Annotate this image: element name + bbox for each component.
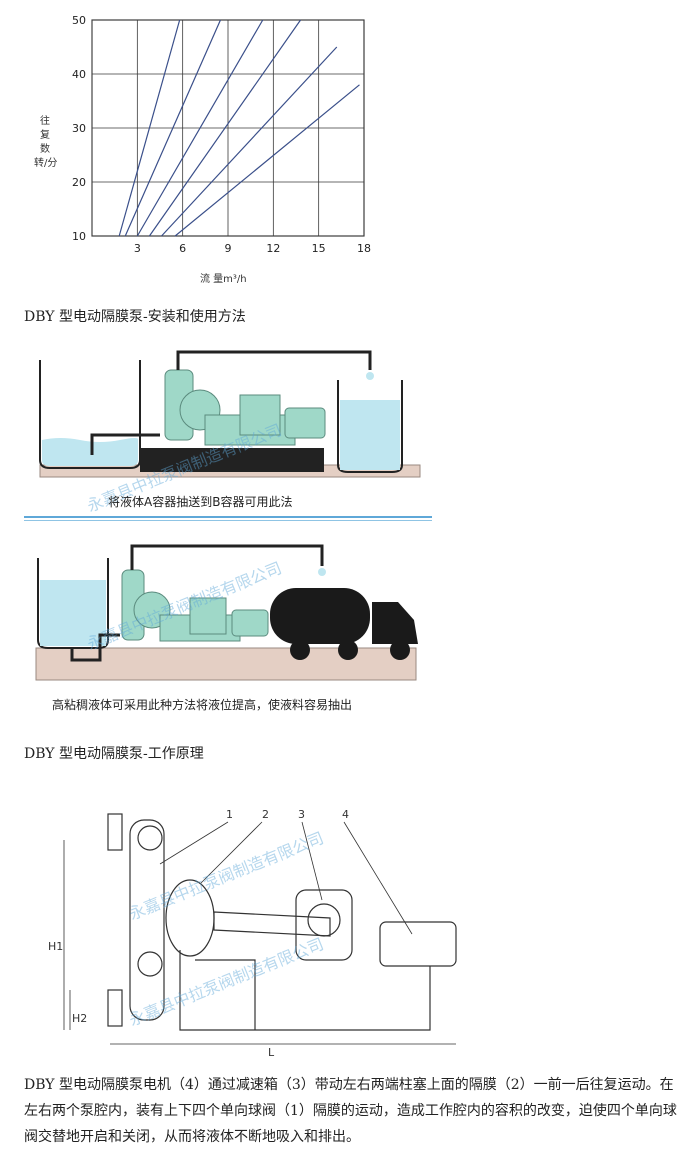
x-tick-label: 18 [357,242,371,255]
pump-manifold [129,819,165,1021]
series-line-5 [161,46,338,237]
y-axis-label-2: 复 [40,128,50,141]
callout-4 [343,821,413,935]
pump-illustration-2 [121,569,269,642]
y-tick-label: 20 [72,176,86,189]
motor [379,921,457,967]
series-line-4 [148,19,302,237]
y-axis-label: 往 复 数 转/分 [34,114,57,169]
y-axis-label-4: 转/分 [34,156,57,169]
tank-a [39,360,141,469]
x-tick-label: 12 [266,242,280,255]
support-leg [195,959,256,1030]
top-flange [107,813,123,851]
label-1: 1 [226,808,233,821]
x-tick-label: 3 [134,242,141,255]
drip-2 [318,568,326,576]
pump-illustration-1 [164,369,326,446]
callout-3 [301,821,323,901]
x-axis-label: 流 量m³/h [200,272,247,285]
tank-a-liquid [42,438,139,466]
label-2: 2 [262,808,269,821]
series-line-3 [136,19,264,237]
x-tick-label: 6 [179,242,186,255]
pump-technical-drawing: 1 2 3 4 L H1 H2 永嘉县中拉泵阀制造有限公司 永嘉县中拉泵阀制造有… [48,808,457,1059]
install-caption-1: 将液体A容器抽送到B容器可用此法 [108,495,293,509]
divider-top [24,516,432,518]
x-tick-label: 15 [312,242,326,255]
gearbox [295,889,353,961]
label-3: 3 [298,808,305,821]
y-tick-label: 30 [72,122,86,135]
callout-1 [159,821,229,865]
discharge-pipe-2 [130,544,324,570]
tanker-truck [270,588,418,660]
chart-grid [92,19,365,237]
performance-chart: 3 6 9 12 15 18 10 20 30 40 50 往 复 数 转/分 流 量m³/h [34,14,371,285]
tank-b [337,380,403,473]
tank-b-liquid [340,400,400,470]
principle-section-title: DBY 型电动隔膜泵-工作原理 [24,746,204,762]
series-line-2 [124,19,221,237]
bottom-flange [107,989,123,1027]
chart-ticks: 3 6 9 12 15 18 10 20 30 40 50 [72,14,371,255]
discharge-pipe [176,350,372,370]
feed-tank-liquid [40,580,106,646]
pump-base-block [140,448,324,472]
y-axis-label-1: 往 [40,114,50,127]
dim-h1-label: H1 [48,940,63,953]
callout-2 [199,821,263,885]
drip [366,372,374,380]
install-section-title: DBY 型电动隔膜泵-安装和使用方法 [24,309,246,325]
ball-valve-bottom [137,951,163,977]
x-tick-label: 9 [225,242,232,255]
divider-bottom [24,520,432,521]
chart-curves [118,19,360,237]
series-line-6 [174,84,360,237]
y-tick-label: 40 [72,68,86,81]
suction-pipe-2 [70,633,120,662]
y-tick-label: 50 [72,14,86,27]
series-line-1 [118,19,181,237]
install-diagram-2: 永嘉县中拉泵阀制造有限公司 [35,544,418,681]
y-axis-label-3: 数 [40,142,50,155]
suction-pipe [90,433,160,455]
base-frame [179,950,431,1031]
watermark-4: 永嘉县中拉泵阀制造有限公司 [126,934,326,1030]
gear-wheel [307,903,341,937]
principle-paragraph: DBY 型电动隔膜泵电机（4）通过减速箱（3）带动左右两端柱塞上面的隔膜（2）一… [24,1077,677,1145]
dim-l-label: L [268,1046,275,1059]
ball-valve-top [137,825,163,851]
install-diagram-1: 永嘉县中拉泵阀制造有限公司 [39,350,421,516]
dim-h2-label: H2 [72,1012,87,1025]
plunger-arm [213,911,331,937]
y-tick-label: 10 [72,230,86,243]
label-4: 4 [342,808,349,821]
install-caption-2: 高粘稠液体可采用此种方法将液位提高，使液料容易抽出 [52,698,353,712]
